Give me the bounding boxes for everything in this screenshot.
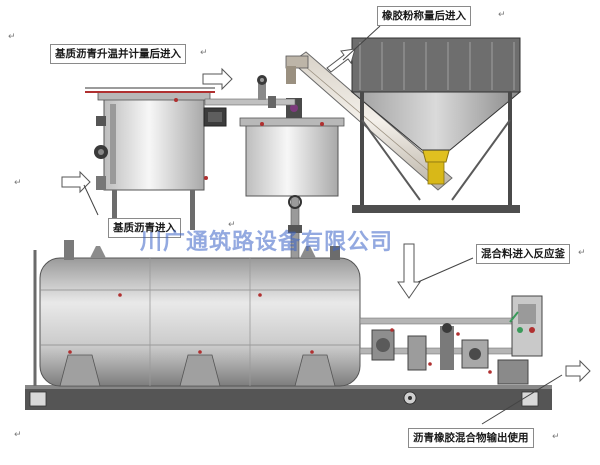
- asphalt-heating-tank: [85, 87, 227, 230]
- label-asphalt-in: 基质沥青进入: [108, 218, 181, 238]
- label-output: 沥青橡胶混合物输出使用: [408, 428, 534, 448]
- reactor-tank: [33, 240, 361, 387]
- label-rubber-powder: 橡胶粉称量后进入: [377, 6, 471, 26]
- flow-arrow-asphalt-heat: [202, 67, 233, 91]
- label-asphalt-heat: 基质沥青升温并计量后进入: [50, 44, 186, 64]
- paragraph-mark: ↵: [228, 220, 236, 230]
- flow-arrow-mix-in: [397, 243, 421, 299]
- paragraph-mark: ↵: [14, 178, 22, 188]
- mixing-tank: [239, 98, 345, 259]
- paragraph-mark: ↵: [578, 248, 586, 258]
- paragraph-mark: ↵: [552, 432, 560, 442]
- watermark: 川广通筑路设备有限公司: [140, 230, 394, 255]
- label-mix-in: 混合料进入反应釜: [476, 244, 570, 264]
- pump-skid: [359, 295, 543, 385]
- paragraph-mark: ↵: [498, 10, 506, 20]
- transfer-pipe: [204, 75, 296, 108]
- paragraph-mark: ↵: [200, 48, 208, 58]
- rubber-powder-hopper: [350, 37, 522, 213]
- flow-arrow-output: [565, 359, 591, 383]
- paragraph-mark: ↵: [14, 430, 22, 440]
- leader-lines: [83, 25, 563, 425]
- paragraph-mark: ↵: [8, 32, 16, 42]
- screw-conveyor: [285, 51, 453, 191]
- base-frame: [25, 385, 552, 410]
